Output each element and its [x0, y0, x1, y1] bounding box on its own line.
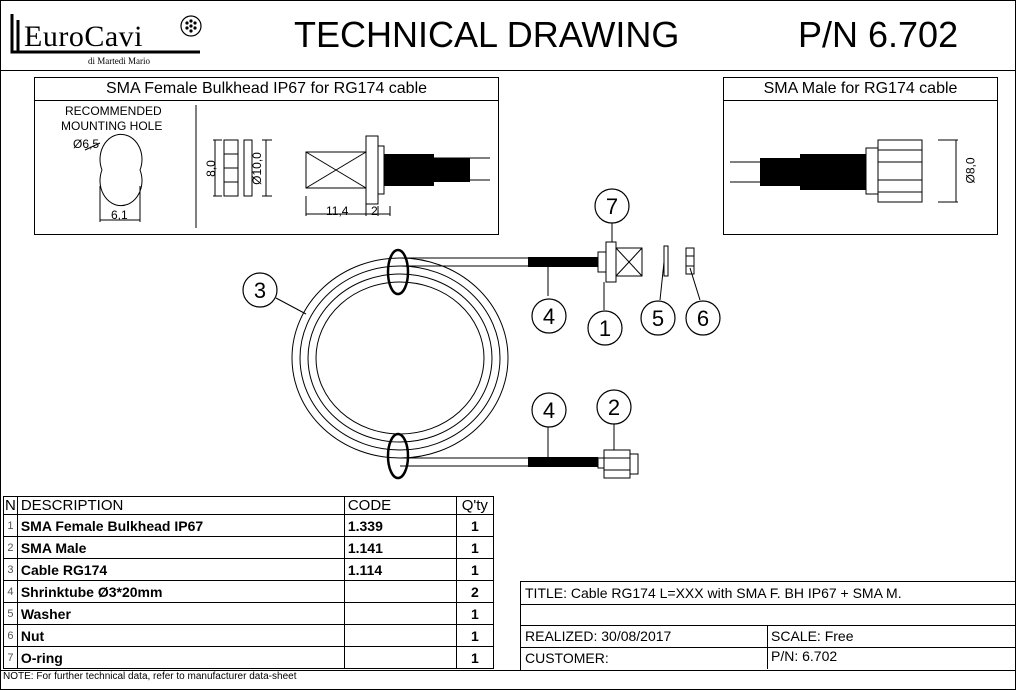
- footer-note: NOTE: For further technical data, refer …: [3, 671, 297, 682]
- bom-n: 3: [3, 558, 18, 581]
- bill-of-materials: N DESCRIPTION CODE Q'ty 1 SMA Female Bul…: [3, 496, 494, 669]
- male-shrinktube: [800, 154, 866, 190]
- bom-description: Nut: [16, 624, 345, 647]
- bom-code: [343, 580, 457, 603]
- bom-description: SMA Female Bulkhead IP67: [16, 514, 345, 537]
- title-block: TITLE: Cable RG174 L=XXX with SMA F. BH …: [520, 581, 1015, 671]
- logo-text: EuroCavi: [24, 20, 143, 53]
- callout-2: 2: [608, 395, 620, 420]
- bom-n: 5: [3, 602, 18, 625]
- part-number-header: P/N 6.702: [798, 14, 959, 55]
- bom-code: 1.114: [343, 558, 457, 581]
- title-block-customer-row: CUSTOMER: P/N: 6.702: [521, 647, 1015, 669]
- bom-qty: 1: [455, 514, 494, 537]
- bom-description: Cable RG174: [16, 558, 345, 581]
- table-row: 7 O-ring 1: [3, 646, 494, 669]
- top-bulkhead-connector: [597, 241, 695, 283]
- bom-n: 6: [3, 624, 18, 647]
- bom-header-code: CODE: [343, 496, 457, 515]
- bom-n: 2: [3, 536, 18, 559]
- title-block-realized-row: REALIZED: 30/08/2017 SCALE: Free: [521, 625, 1015, 669]
- logo-subtitle: di Martedi Mario: [88, 56, 150, 66]
- hole-label-1: RECOMMENDED: [65, 104, 162, 118]
- title-block-title-row: TITLE: Cable RG174 L=XXX with SMA F. BH …: [521, 582, 1015, 605]
- callout-4-bottom: 4: [543, 398, 555, 423]
- callout-3: 3: [254, 278, 266, 303]
- bom-code: [343, 646, 457, 669]
- hole-width: 6,1: [111, 208, 128, 222]
- male-detail-title: SMA Male for RG174 cable: [724, 78, 997, 101]
- callout-circles: [242, 188, 721, 428]
- bom-header-n: N: [3, 496, 18, 515]
- callout-4-top: 4: [543, 304, 555, 329]
- bom-qty: 1: [455, 558, 494, 581]
- bom-code: 1.339: [343, 514, 457, 537]
- male-detail: SMA Male for RG174 cable Ø8,0: [723, 77, 998, 235]
- title-block-title: TITLE: Cable RG174 L=XXX with SMA F. BH …: [525, 585, 902, 601]
- bom-qty: 2: [455, 580, 494, 603]
- top-shrinktube: [528, 257, 598, 267]
- bom-description: Shrinktube Ø3*20mm: [16, 580, 345, 603]
- bom-qty: 1: [455, 602, 494, 625]
- bom-qty: 1: [455, 536, 494, 559]
- bom-header-description: DESCRIPTION: [16, 496, 345, 515]
- table-row: 6 Nut 1: [3, 624, 494, 647]
- bom-qty: 1: [455, 646, 494, 669]
- title-block-part-number: P/N: 6.702: [771, 648, 838, 664]
- female-bulkhead-detail: SMA Female Bulkhead IP67 for RG174 cable…: [34, 77, 499, 235]
- bom-code: [343, 624, 457, 647]
- callout-1: 1: [599, 316, 611, 341]
- bom-code: [343, 602, 457, 625]
- callout-5: 5: [652, 306, 664, 331]
- callout-6: 6: [697, 306, 709, 331]
- table-row: 3 Cable RG174 1.114 1: [3, 558, 494, 581]
- bom-n: 1: [3, 514, 18, 537]
- female-cable-end: [434, 158, 470, 182]
- bom-header-qty: Q'ty: [455, 496, 494, 515]
- table-row: 2 SMA Male 1.141 1: [3, 536, 494, 559]
- table-row: 5 Washer 1: [3, 602, 494, 625]
- female-shrinktube: [384, 154, 434, 186]
- scale-label: SCALE: Free: [771, 628, 854, 644]
- hole-label-2: MOUNTING HOLE: [61, 119, 163, 133]
- callout-leaders: [275, 222, 701, 458]
- table-row: 1 SMA Female Bulkhead IP67 1.339 1: [3, 514, 494, 537]
- male-connector-detail: [730, 139, 958, 203]
- bom-n: 4: [3, 580, 18, 603]
- bom-description: Washer: [16, 602, 345, 625]
- callout-7: 7: [606, 194, 618, 219]
- bottom-shrinktube: [528, 457, 598, 467]
- eurocavi-logo: EuroCavi di Martedi Mario: [10, 12, 210, 66]
- table-row: 4 Shrinktube Ø3*20mm 2: [3, 580, 494, 603]
- logo-mark: [10, 14, 202, 54]
- bom-header-row: N DESCRIPTION CODE Q'ty: [3, 496, 494, 515]
- bom-description: O-ring: [16, 646, 345, 669]
- cable-coil: [291, 248, 530, 480]
- bom-n: 7: [3, 646, 18, 669]
- page-title: TECHNICAL DRAWING: [294, 14, 680, 55]
- customer-label: CUSTOMER:: [525, 650, 609, 666]
- bom-description: SMA Male: [16, 536, 345, 559]
- dim-2: 2: [371, 204, 378, 218]
- bom-qty: 1: [455, 624, 494, 647]
- female-detail-title: SMA Female Bulkhead IP67 for RG174 cable: [35, 78, 498, 101]
- title-block-empty-row: [521, 604, 1015, 626]
- bom-code: 1.141: [343, 536, 457, 559]
- bottom-male-connector: [597, 449, 639, 479]
- callout-numbers: 3 4 1 7 5 6 4 2: [254, 194, 709, 423]
- header-divider: [0, 70, 1016, 71]
- realized-date: REALIZED: 30/08/2017: [525, 628, 672, 644]
- note-divider: [0, 670, 1016, 671]
- hole-diameter: Ø6,5: [73, 137, 100, 151]
- title-block-divider: [767, 625, 768, 669]
- male-cable-end: [760, 158, 800, 186]
